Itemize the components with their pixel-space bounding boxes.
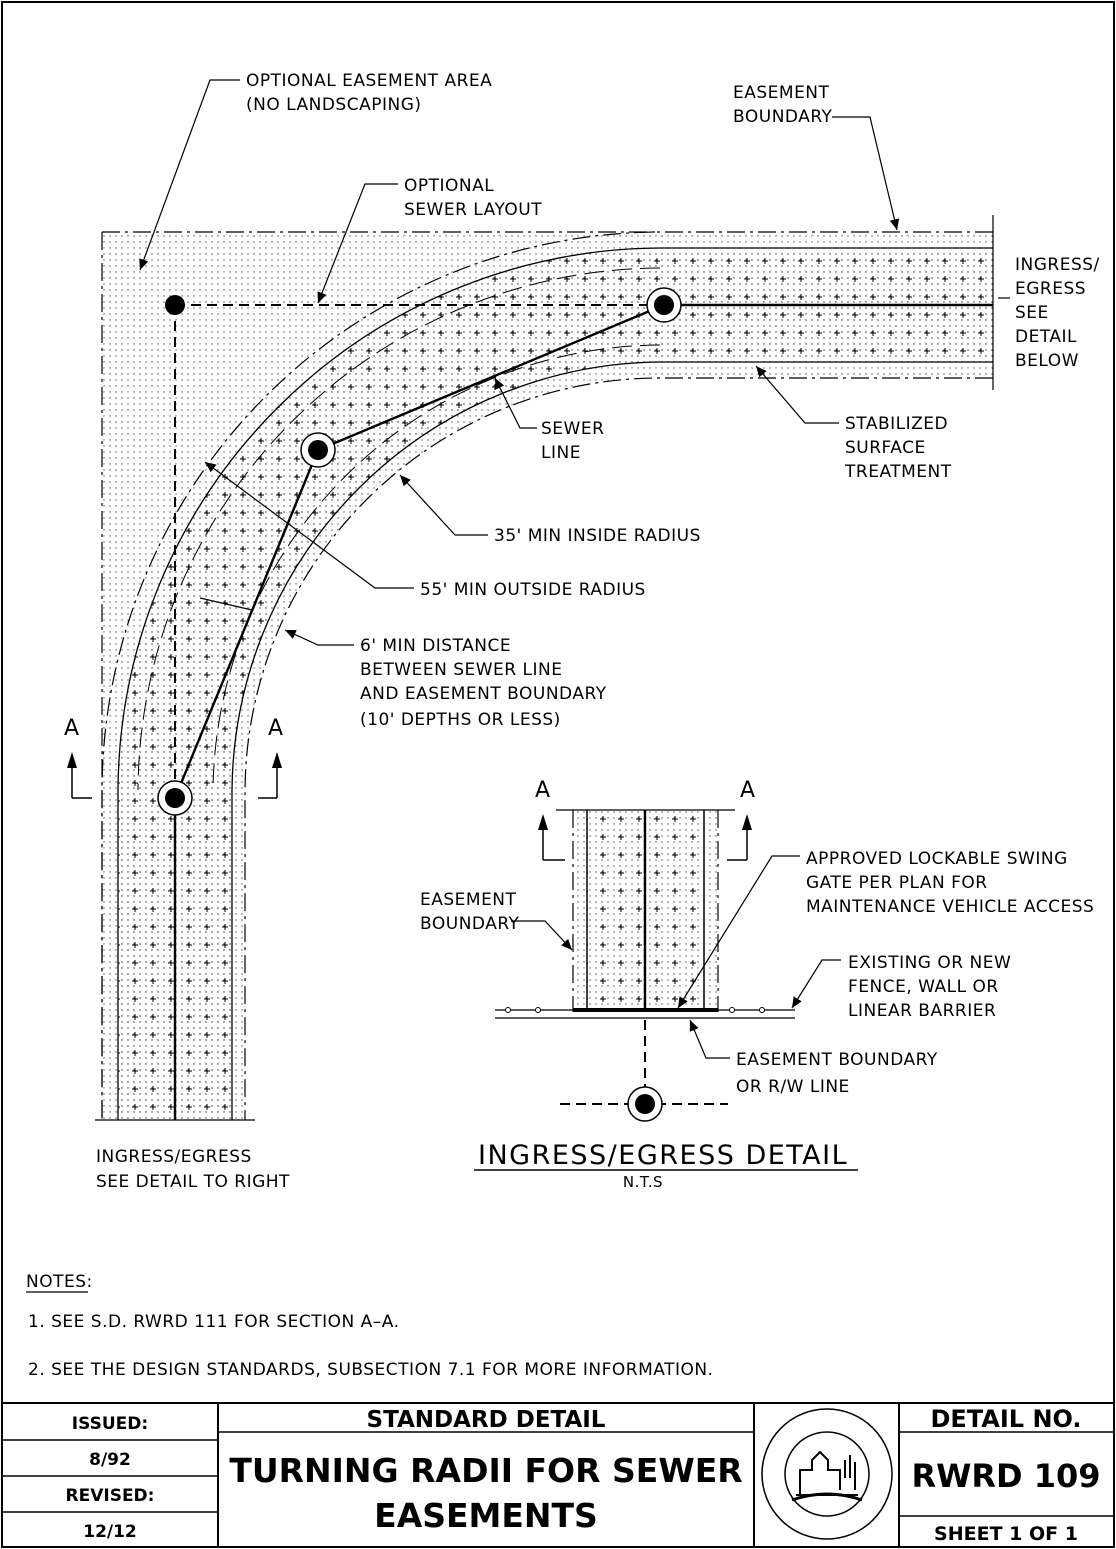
- svg-text:SEE DETAIL TO RIGHT: SEE DETAIL TO RIGHT: [96, 1172, 290, 1192]
- title-block: ISSUED: 8/92 REVISED: 12/12 STANDARD DET…: [2, 1402, 1114, 1547]
- manhole-1: [165, 295, 185, 315]
- svg-text:N.T.S: N.T.S: [623, 1173, 663, 1191]
- svg-text:GATE PER PLAN FOR: GATE PER PLAN FOR: [806, 873, 988, 893]
- notes-heading: NOTES:: [26, 1272, 93, 1292]
- svg-text:MAINTENANCE VEHICLE ACCESS: MAINTENANCE VEHICLE ACCESS: [806, 897, 1094, 917]
- easement-boundary-outer: [101, 231, 993, 1120]
- svg-text:STANDARD DETAIL: STANDARD DETAIL: [367, 1407, 606, 1433]
- svg-text:BELOW: BELOW: [1015, 351, 1079, 371]
- svg-text:ISSUED:: ISSUED:: [72, 1414, 148, 1434]
- svg-text:A: A: [740, 778, 756, 803]
- svg-text:SEE: SEE: [1015, 303, 1049, 323]
- detail-number: RWRD 109: [911, 1457, 1100, 1495]
- svg-text:FENCE, WALL OR: FENCE, WALL OR: [848, 977, 999, 997]
- note-2: 2. SEE THE DESIGN STANDARDS, SUBSECTION …: [28, 1360, 713, 1380]
- svg-text:BOUNDARY: BOUNDARY: [733, 107, 833, 127]
- svg-text:EASEMENT: EASEMENT: [733, 83, 830, 103]
- svg-text:DETAIL NO.: DETAIL NO.: [930, 1405, 1081, 1433]
- easement-boundary-inner: [244, 377, 993, 1120]
- svg-text:6' MIN DISTANCE: 6' MIN DISTANCE: [360, 636, 511, 656]
- svg-text:SEWER: SEWER: [541, 419, 604, 439]
- drawing-title: TURNING RADII FOR SEWER: [229, 1451, 742, 1490]
- svg-text:EXISTING OR NEW: EXISTING OR NEW: [848, 953, 1011, 973]
- svg-text:INGRESS/: INGRESS/: [1015, 255, 1100, 275]
- svg-text:LINE: LINE: [541, 443, 581, 463]
- svg-text:OPTIONAL EASEMENT AREA: OPTIONAL EASEMENT AREA: [246, 71, 492, 91]
- section-marker-left: A: [64, 716, 92, 799]
- detail-title: INGRESS/EGRESS DETAIL: [478, 1140, 848, 1171]
- svg-text:(10' DEPTHS OR LESS): (10' DEPTHS OR LESS): [360, 710, 561, 730]
- manhole-2: [646, 287, 682, 323]
- svg-text:EGRESS: EGRESS: [1015, 279, 1086, 299]
- optional-sewer-layout: [174, 304, 664, 800]
- manhole-4: [157, 780, 193, 816]
- svg-text:BOUNDARY: BOUNDARY: [420, 914, 520, 934]
- svg-text:EASEMENT: EASEMENT: [420, 890, 517, 910]
- svg-text:REVISED:: REVISED:: [66, 1486, 155, 1506]
- svg-text:35' MIN INSIDE RADIUS: 35' MIN INSIDE RADIUS: [494, 526, 701, 546]
- ingress-egress-detail: A A APPROVED LOCKABLE SWING GATE PER PLA…: [420, 778, 1094, 1191]
- notes: NOTES: 1. SEE S.D. RWRD 111 FOR SECTION …: [26, 1272, 713, 1380]
- svg-text:(NO LANDSCAPING): (NO LANDSCAPING): [246, 95, 422, 115]
- plan-labels: OPTIONAL EASEMENT AREA (NO LANDSCAPING) …: [96, 71, 1100, 1192]
- svg-text:OR R/W LINE: OR R/W LINE: [736, 1077, 850, 1097]
- section-marker-right: A: [258, 716, 284, 799]
- svg-text:LINEAR BARRIER: LINEAR BARRIER: [848, 1001, 996, 1021]
- svg-text:DETAIL: DETAIL: [1015, 327, 1077, 347]
- svg-text:AND EASEMENT BOUNDARY: AND EASEMENT BOUNDARY: [360, 684, 607, 704]
- svg-text:A: A: [535, 778, 551, 803]
- stabilized-surface: [118, 248, 993, 1120]
- svg-text:A: A: [64, 716, 80, 741]
- svg-text:8/92: 8/92: [89, 1450, 131, 1470]
- note-1: 1. SEE S.D. RWRD 111 FOR SECTION A–A.: [28, 1312, 400, 1332]
- manhole-3: [300, 432, 336, 468]
- svg-text:SHEET 1 OF 1: SHEET 1 OF 1: [934, 1523, 1078, 1545]
- svg-text:EASEMENTS: EASEMENTS: [374, 1496, 598, 1535]
- plan-view: A A: [64, 79, 1010, 1121]
- svg-text:12/12: 12/12: [83, 1522, 137, 1542]
- svg-text:APPROVED LOCKABLE SWING: APPROVED LOCKABLE SWING: [806, 849, 1068, 869]
- svg-text:INGRESS/EGRESS: INGRESS/EGRESS: [96, 1147, 252, 1167]
- svg-text:SURFACE: SURFACE: [845, 438, 926, 458]
- svg-text:STABILIZED: STABILIZED: [845, 414, 948, 434]
- svg-text:BETWEEN SEWER LINE: BETWEEN SEWER LINE: [360, 660, 562, 680]
- svg-text:TREATMENT: TREATMENT: [844, 462, 952, 482]
- svg-text:55' MIN OUTSIDE RADIUS: 55' MIN OUTSIDE RADIUS: [420, 580, 646, 600]
- svg-text:EASEMENT BOUNDARY: EASEMENT BOUNDARY: [736, 1050, 938, 1070]
- svg-text:OPTIONAL: OPTIONAL: [404, 176, 494, 196]
- svg-text:SEWER LAYOUT: SEWER LAYOUT: [404, 200, 542, 220]
- county-seal-icon: [761, 1408, 893, 1540]
- svg-text:A: A: [268, 716, 284, 741]
